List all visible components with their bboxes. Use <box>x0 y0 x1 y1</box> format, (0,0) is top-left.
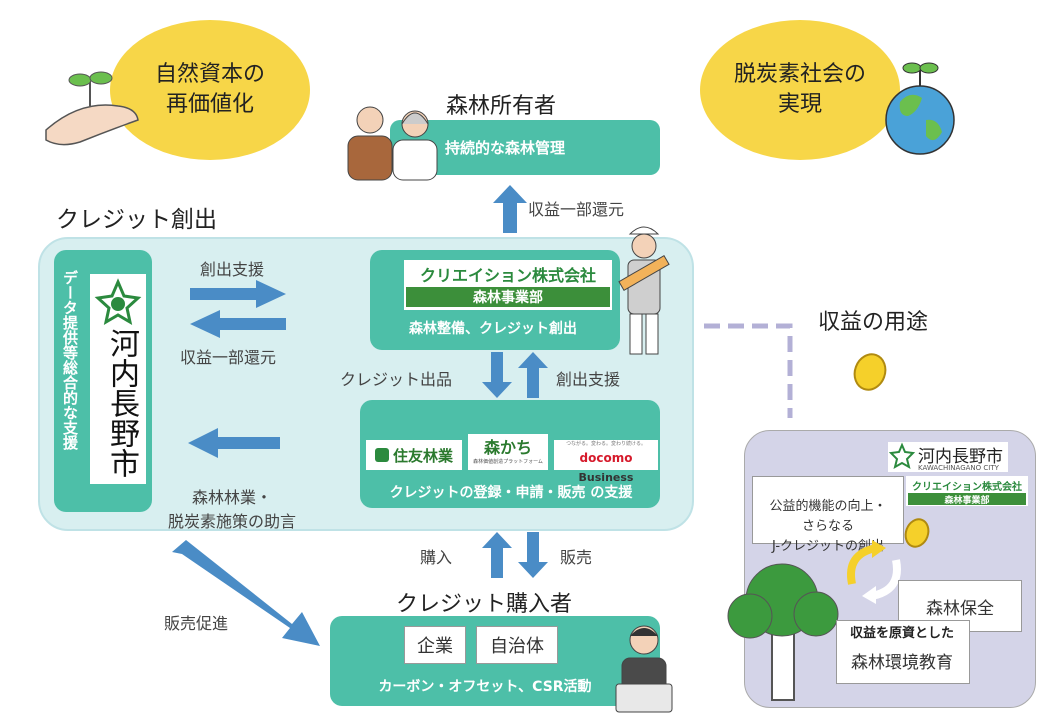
promotion-label: 販売促進 <box>164 614 229 633</box>
owner-title: 森林所有者 <box>446 94 557 119</box>
elderly-couple-icon <box>347 106 438 181</box>
credit-creation-title: クレジット創出 <box>56 207 217 233</box>
docomo-name: docomo <box>579 451 633 465</box>
support-up-arrow <box>518 352 548 398</box>
listing-down-arrow <box>482 352 512 398</box>
funded-label: 収益を原資とした <box>849 626 954 641</box>
partner-docomo-card: つながる。変わる。変わり続ける。 docomo Business <box>554 440 658 484</box>
listing-label: クレジット出品 <box>340 370 453 389</box>
promotion-arrow <box>172 540 320 646</box>
city-emblem-icon <box>94 278 142 326</box>
creation-company-name: クリエイション株式会社 <box>419 266 596 285</box>
buy-label: 購入 <box>420 548 453 567</box>
sell-down-arrow <box>518 532 548 578</box>
city-name: 河内長野市 <box>104 328 139 478</box>
tree-icon <box>727 563 839 701</box>
buyer-municipality: 自治体 <box>476 626 558 664</box>
partner-sumitomo-card: 住友林業 <box>366 440 462 470</box>
buy-up-arrow <box>482 532 512 578</box>
return-left-label: 収益一部還元 <box>180 348 277 367</box>
businessman-laptop-icon <box>615 625 673 713</box>
usage-city-name: 河内長野市 <box>918 447 1003 467</box>
seedling-hand-icon <box>45 71 139 146</box>
support-label: 創出支援 <box>200 260 265 279</box>
creation-company-dept: 森林事業部 <box>406 287 610 307</box>
return-up-label: 収益一部還元 <box>528 200 625 219</box>
docomo-business: Business <box>578 471 634 484</box>
sell-label: 販売 <box>560 548 593 567</box>
usage-co-name: クリエイション株式会社 <box>912 482 1022 493</box>
buyer-company: 企業 <box>404 626 466 664</box>
forest-worker-icon <box>618 226 670 355</box>
support2-label: 創出支援 <box>556 370 621 389</box>
creation-company-desc: 森林整備、クレジット創出 <box>409 321 577 337</box>
docomo-tagline: つながる。変わる。変わり続ける。 <box>565 441 646 447</box>
usage-city-en: KAWACHINAGANO CITY <box>918 464 999 472</box>
usage-city-emblem-icon <box>888 442 916 470</box>
natural-capital-bubble: 自然資本の 再価値化 <box>110 20 310 160</box>
education-label: 森林環境教育 <box>851 653 953 673</box>
morikachi-name: 森かち <box>483 438 532 457</box>
usage-title: 収益の用途 <box>818 310 929 335</box>
usage-co-dept: 森林事業部 <box>908 493 1026 506</box>
city-support-label: データ提供等総合的な支援 <box>61 270 79 450</box>
decarbonization-bubble: 脱炭素社会の 実現 <box>700 20 900 160</box>
small-coin-icon <box>904 518 930 548</box>
cycle-arrows-icon <box>847 540 901 604</box>
buyers-title: クレジット購入者 <box>396 592 573 617</box>
advice-label: 森林林業・ 脱炭素施策の助言 <box>168 488 297 531</box>
return-left-arrow <box>190 310 286 338</box>
partners-desc: クレジットの登録・申請・販売 の支援 <box>389 485 633 501</box>
morikachi-sub: 森林価値創造プラットフォーム <box>473 459 543 465</box>
advice-left-arrow <box>188 428 280 458</box>
partner-morikachi-card: 森かち 森林価値創造プラットフォーム <box>468 434 548 470</box>
dashed-connector <box>704 323 793 418</box>
support-right-arrow <box>190 280 286 308</box>
globe-icon <box>885 62 955 155</box>
usage-purpose-box: 公益的機能の向上・ さらなる J-クレジットの創出 <box>752 476 904 554</box>
coin-icon <box>853 353 887 391</box>
buyers-desc: カーボン・オフセット、CSR活動 <box>378 679 592 695</box>
sumitomo-logo-icon <box>374 448 389 462</box>
education-box <box>836 620 970 684</box>
return-up-arrow <box>493 185 527 233</box>
